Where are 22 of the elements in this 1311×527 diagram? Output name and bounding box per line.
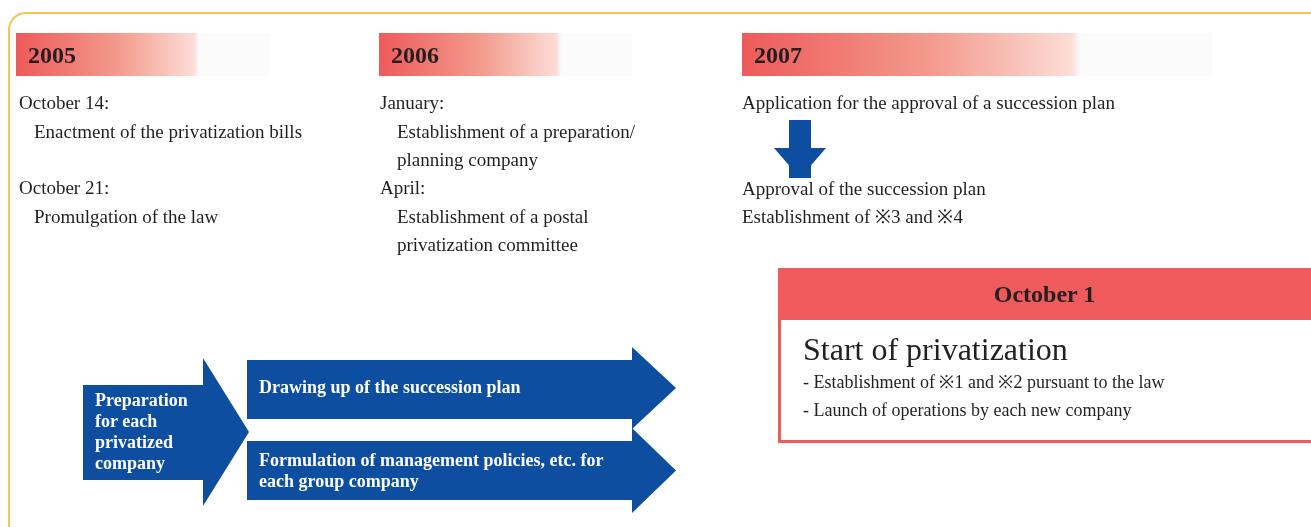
date-header: October 1 (778, 268, 1311, 320)
step-text: Formulation of management policies, etc. for each group company (259, 450, 605, 492)
event-text: April: (380, 176, 426, 200)
year-banner: 2007 (742, 33, 1212, 76)
milestone-title: Start of privatization (803, 330, 1068, 368)
event-text: Establishment of a postal privatization committee (397, 205, 590, 257)
event-text: Establishment of ※3 and ※4 (742, 205, 964, 229)
event-text: Promulgation of the law (34, 205, 219, 229)
bullet-text: - Establishment of ※1 and ※2 pursuant to the law (803, 371, 1165, 394)
year-banner: 2006 (379, 33, 632, 76)
year-banner: 2005 (16, 33, 270, 76)
step-text: Drawing up of the succession plan (259, 377, 522, 398)
event-text: Approval of the succession plan (742, 177, 987, 201)
event-text: Application for the approval of a succession plan (742, 91, 1117, 115)
event-text: October 21: (19, 176, 110, 200)
event-text: January: (380, 91, 445, 115)
step-text: Preparation for each privatized company (95, 390, 189, 474)
event-text: Establishment of a preparation/ planning company (397, 120, 636, 172)
event-text: October 14: (19, 91, 110, 115)
down-arrow (774, 120, 826, 178)
event-text: Enactment of the privatization bills (34, 120, 304, 144)
bullet-text: - Launch of operations by each new company (803, 399, 1132, 422)
